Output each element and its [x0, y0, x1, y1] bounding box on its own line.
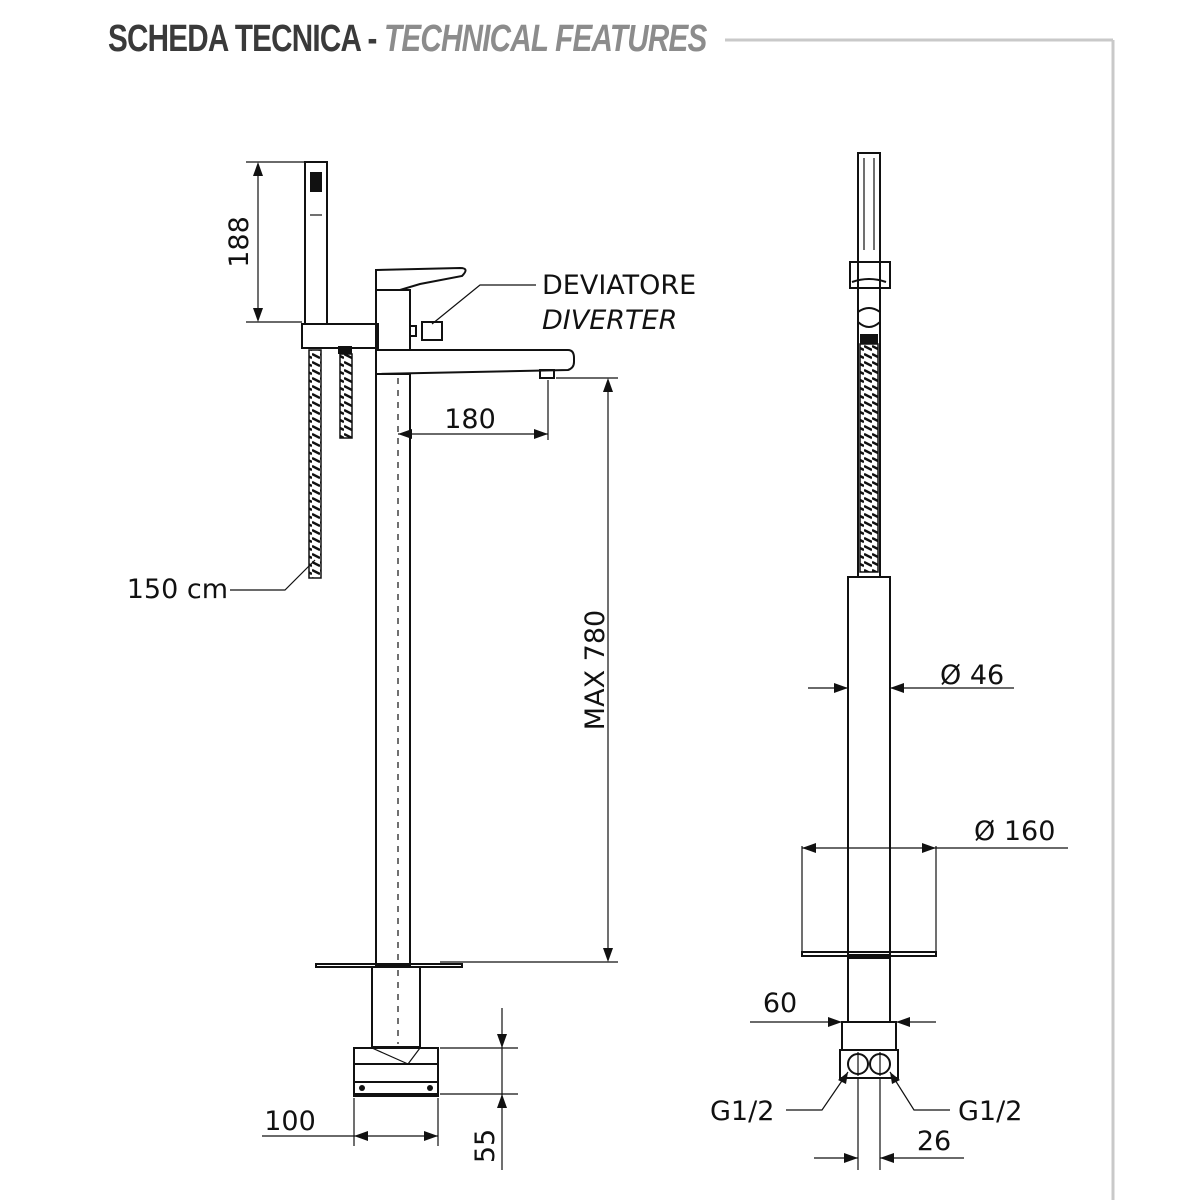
aerator [539, 369, 555, 379]
label-plate-diameter: Ø 160 [974, 816, 1055, 847]
label-base-width: 100 [264, 1106, 316, 1137]
front-dimensions [246, 161, 618, 1170]
hose-connector [339, 353, 353, 439]
label-inlet-width: 60 [763, 988, 797, 1019]
spout [375, 349, 575, 376]
mixer-body [375, 289, 411, 351]
base-block [353, 1047, 439, 1097]
label-diverter-en: DIVERTER [542, 305, 677, 336]
mixer-handle [375, 266, 467, 291]
side-lower-column [847, 957, 891, 1023]
label-inlet-right: G1/2 [958, 1096, 1022, 1127]
page-frame [725, 38, 1115, 1200]
side-inlet-block [841, 1021, 897, 1051]
label-base-height: 55 [470, 1129, 501, 1163]
label-inlet-spacing: 26 [917, 1126, 951, 1157]
lower-column [371, 966, 421, 1048]
label-spout-reach: 180 [444, 404, 496, 435]
diverter-knob [421, 321, 443, 341]
side-column [847, 576, 891, 956]
shower-hose [308, 349, 322, 579]
title-italian: SCHEDA TECNICA - [108, 18, 377, 60]
shower-head-face [310, 172, 322, 192]
label-diverter-it: DEVIATORE [542, 270, 696, 301]
column [375, 373, 411, 967]
shower-holder [301, 323, 379, 349]
side-view [801, 152, 937, 1079]
label-hose-length: 150 cm [127, 574, 228, 605]
label-column-diameter: Ø 46 [940, 660, 1004, 691]
label-hand-shower-height: 188 [224, 216, 255, 268]
side-shower-connector [857, 307, 881, 328]
side-hose [859, 343, 879, 573]
side-floor-plate [801, 951, 937, 957]
side-dimensions [750, 683, 1068, 1170]
front-view [230, 161, 575, 1097]
title-english: TECHNICAL FEATURES [384, 18, 707, 60]
label-max-height: MAX 780 [580, 610, 611, 730]
page-title: SCHEDA TECNICA - TECHNICAL FEATURES [108, 18, 707, 78]
side-holder [849, 261, 891, 289]
label-inlet-left: G1/2 [710, 1096, 774, 1127]
